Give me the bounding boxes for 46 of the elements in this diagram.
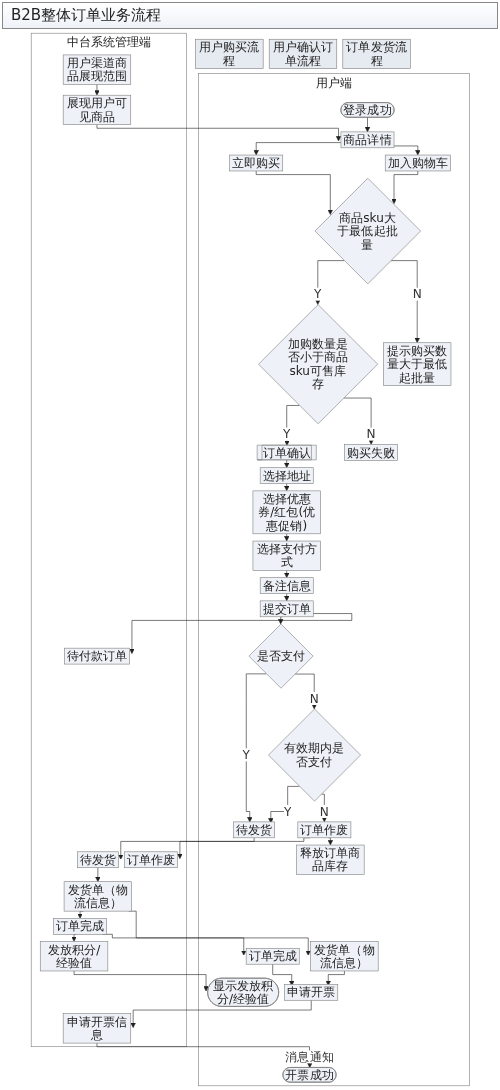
edge-label: N bbox=[319, 804, 329, 819]
node-diamond: 商品sku大于最低起批量 bbox=[314, 177, 421, 285]
node-box: 订单完成 bbox=[245, 948, 300, 965]
node-box: 待付款订单 bbox=[63, 647, 130, 665]
node-box: 选择地址 bbox=[259, 467, 314, 484]
node-box: 申请开票信息 bbox=[62, 1013, 131, 1044]
node-box: 备注信息 bbox=[259, 577, 314, 594]
node-box: 用户渠道商品展现范围 bbox=[62, 54, 131, 85]
node-box: 用户购买流程 bbox=[194, 38, 264, 69]
node-box: 提交订单 bbox=[259, 600, 314, 618]
edge-label: Y bbox=[313, 286, 322, 302]
edge-label: 消息通知 bbox=[284, 1049, 334, 1065]
edge-label: N bbox=[412, 286, 422, 302]
node-box: 订单作废 bbox=[123, 851, 178, 868]
node-box: 发货单（物流信息） bbox=[63, 881, 132, 912]
node-box: 购买失败 bbox=[343, 444, 398, 461]
node-diamond: 是否支付 bbox=[248, 623, 313, 689]
edge-label: Y bbox=[242, 747, 250, 763]
node-box: 发放积分/经验值 bbox=[39, 941, 108, 972]
node-box: 订单作废 bbox=[297, 821, 351, 839]
node-box: 用户确认订单流程 bbox=[268, 38, 337, 69]
node-box: 申请开票 bbox=[284, 984, 338, 1001]
node-box: 待发货 bbox=[232, 821, 275, 839]
edge-label: Y bbox=[282, 426, 291, 442]
node-box: 选择优惠券/红包(优惠促销) bbox=[252, 490, 321, 535]
edge-label: N bbox=[366, 426, 376, 442]
arrow bbox=[71, 934, 77, 942]
node-box: 订单完成 bbox=[52, 918, 107, 935]
node-box: 展现用户可见商品 bbox=[62, 94, 131, 125]
arrow bbox=[283, 593, 289, 602]
edge-label: N bbox=[309, 691, 319, 706]
node-box: 选择支付方式 bbox=[252, 540, 321, 571]
node-box: 待发货 bbox=[76, 851, 119, 868]
edge-label: Y bbox=[283, 804, 291, 819]
node-box: 释放订单商品库存 bbox=[295, 844, 365, 875]
node-box: 订单发货流程 bbox=[342, 38, 411, 69]
arrow bbox=[277, 616, 283, 625]
node-diamond: 加购数量是否小于商品sku可售库存 bbox=[257, 304, 378, 425]
arrow bbox=[283, 570, 289, 578]
node-box: 商品详情 bbox=[340, 131, 394, 149]
diagram-title: B2B整体订单业务流程 bbox=[2, 2, 498, 29]
node-box: 提示购买数量大于最低起批量 bbox=[382, 342, 451, 386]
node-box: 加入购物车 bbox=[384, 154, 451, 172]
node-box: 发货单（物流信息） bbox=[309, 941, 379, 972]
node-diamond: 有效期内是否支付 bbox=[267, 708, 361, 802]
node-box: 立即购买 bbox=[228, 154, 283, 172]
